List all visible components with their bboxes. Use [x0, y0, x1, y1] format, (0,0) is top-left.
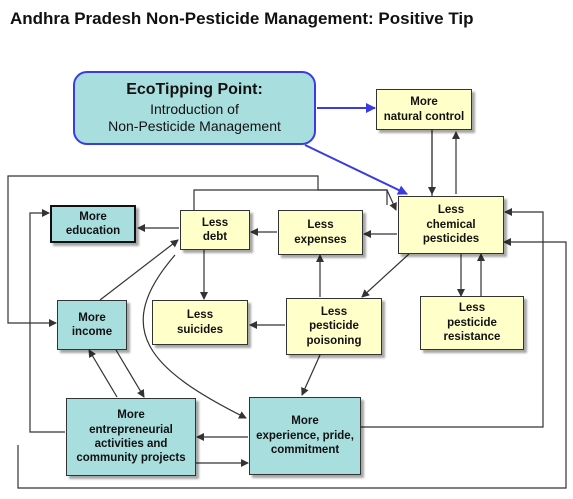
node-label-line: debt [202, 231, 228, 243]
node-label-line: chemical [426, 218, 476, 231]
node-label-line: Less [307, 219, 334, 232]
node-label-line: pesticides [422, 233, 480, 246]
eco-tipping-point-line2: Non-Pesticide Management [108, 118, 281, 135]
arrow-eco-to-chemical-pesticides [304, 144, 408, 195]
eco-tipping-point-line1: Introduction of [150, 100, 239, 117]
node-less-suicides: Less suicides [152, 300, 248, 345]
node-label-line: resistance [443, 331, 501, 344]
node-label-line: pesticide [309, 320, 359, 333]
node-label-line: education [65, 225, 121, 237]
node-label-line: Less [437, 204, 465, 217]
eco-tipping-point-heading: EcoTipping Point: [126, 81, 263, 99]
diagram-title: Andhra Pradesh Non-Pesticide Management:… [10, 9, 474, 28]
arrow-entrepreneurial-to-income [88, 349, 118, 398]
arrow-income-to-entrepreneurial [115, 349, 145, 398]
node-label-line: Less [458, 302, 486, 315]
arrow-loop-entrepreneurial-to-education [29, 209, 65, 433]
node-more-entrepreneurial-activities: More entrepreneurial activities and comm… [66, 398, 196, 476]
node-more-experience-pride-commitment: More experience, pride, commitment [249, 397, 361, 475]
node-more-income: More income [57, 300, 127, 350]
node-label-line: Less [186, 309, 214, 322]
eco-tipping-point-box: EcoTipping Point: Introduction of Non-Pe… [73, 71, 316, 145]
arrow-debt-to-experience [142, 254, 247, 419]
arrow-income-to-debt [99, 239, 179, 301]
node-label-line: experience, pride, [256, 429, 354, 442]
node-label-line: More [79, 210, 107, 223]
node-label-line: entrepreneurial [89, 423, 173, 436]
node-label-line: suicides [176, 323, 224, 336]
node-more-natural-control: More natural control [376, 89, 472, 130]
node-label-line: income [71, 326, 113, 338]
node-label-line: community projects [76, 452, 186, 465]
node-label-line: commitment [270, 444, 340, 457]
node-label-line: Less [201, 216, 229, 229]
node-more-education: More education [50, 205, 136, 243]
node-label-line: activities and [94, 438, 168, 450]
node-less-pesticide-poisoning: Less pesticide poisoning [286, 298, 382, 355]
node-label-line: More [291, 415, 319, 428]
node-label-line: More [117, 409, 145, 422]
arrow-loop-experience-to-chemical [361, 208, 544, 428]
node-label-line: poisoning [306, 334, 362, 347]
node-label-line: More [78, 311, 106, 324]
arrow-poisoning-to-experience [301, 354, 321, 396]
node-less-pesticide-resistance: Less pesticide resistance [420, 296, 524, 350]
arrow-loop-entrepreneurial-to-chemical [17, 238, 567, 489]
arrow-loop-debt-to-chemical [193, 189, 397, 211]
node-label-line: Less [320, 305, 348, 318]
node-less-debt: Less debt [180, 210, 250, 250]
node-label-line: pesticide [447, 316, 497, 329]
node-less-chemical-pesticides: Less chemical pesticides [398, 196, 504, 254]
arrow-chemical-to-poisoning [361, 253, 410, 298]
node-label-line: More [410, 96, 438, 109]
node-label-line: natural control [383, 110, 465, 123]
node-less-expenses: Less expenses [278, 210, 363, 255]
node-label-line: expenses [294, 233, 347, 246]
